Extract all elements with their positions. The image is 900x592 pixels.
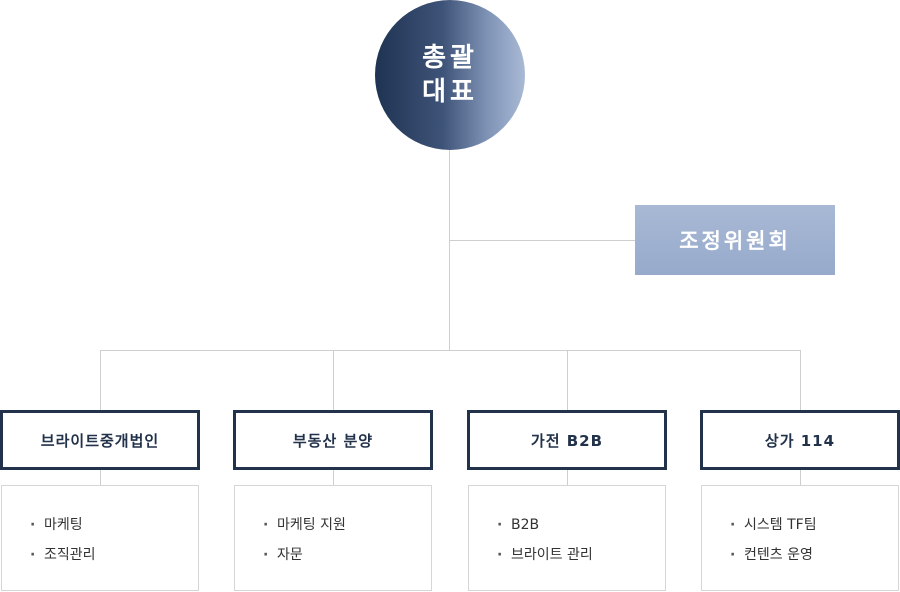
duty-item: 브라이트 관리 xyxy=(497,540,665,570)
connector-detail-1 xyxy=(100,470,101,485)
connector-dept-1 xyxy=(100,350,101,410)
dept-detail-realestate-sales: 마케팅 지원 자문 xyxy=(234,485,432,591)
dept-detail-shop-114: 시스템 TF팀 컨텐츠 운영 xyxy=(701,485,899,591)
connector-detail-4 xyxy=(800,470,801,485)
connector-dept-2 xyxy=(333,350,334,410)
duty-item: 컨텐츠 운영 xyxy=(730,540,898,570)
connector-dept-3 xyxy=(567,350,568,410)
duty-item: 자문 xyxy=(263,540,431,570)
committee-label: 조정위원회 xyxy=(679,229,791,253)
dept-title: 브라이트중개법인 xyxy=(40,431,160,450)
dept-title: 부동산 분양 xyxy=(292,431,374,450)
dept-brightbroker: 브라이트중개법인 xyxy=(0,410,200,470)
dept-appliance-b2b: 가전 B2B xyxy=(467,410,667,470)
connector-detail-2 xyxy=(333,470,334,485)
ceo-node: 총괄 대표 xyxy=(375,0,525,150)
ceo-label-line1: 총괄 xyxy=(422,43,478,73)
duty-list: 마케팅 조직관리 xyxy=(30,510,198,570)
dept-detail-brightbroker: 마케팅 조직관리 xyxy=(1,485,199,591)
dept-shop-114: 상가 114 xyxy=(700,410,900,470)
connector-committee xyxy=(449,240,635,241)
duty-list: 시스템 TF팀 컨텐츠 운영 xyxy=(730,510,898,570)
connector-horizontal-bus xyxy=(100,350,801,351)
dept-realestate-sales: 부동산 분양 xyxy=(233,410,433,470)
dept-detail-appliance-b2b: B2B 브라이트 관리 xyxy=(468,485,666,591)
dept-title: 가전 B2B xyxy=(530,431,604,450)
duty-list: B2B 브라이트 관리 xyxy=(497,510,665,570)
connector-dept-4 xyxy=(800,350,801,410)
connector-detail-3 xyxy=(567,470,568,485)
duty-list: 마케팅 지원 자문 xyxy=(263,510,431,570)
dept-title: 상가 114 xyxy=(764,431,836,450)
duty-item: B2B xyxy=(497,510,665,540)
duty-item: 마케팅 지원 xyxy=(263,510,431,540)
duty-item: 시스템 TF팀 xyxy=(730,510,898,540)
duty-item: 마케팅 xyxy=(30,510,198,540)
ceo-label-line2: 대표 xyxy=(422,77,478,107)
committee-node: 조정위원회 xyxy=(635,205,835,275)
connector-ceo-down xyxy=(449,150,450,350)
duty-item: 조직관리 xyxy=(30,540,198,570)
